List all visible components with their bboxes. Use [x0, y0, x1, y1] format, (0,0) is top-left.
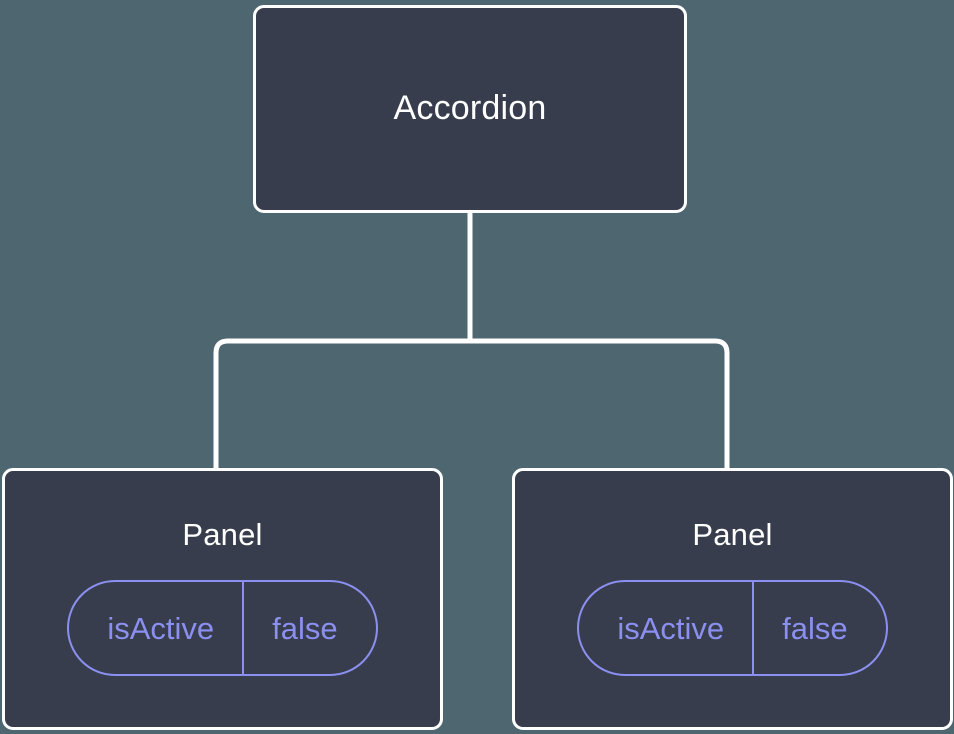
panel-left-prop-isactive[interactable]: isActive false — [67, 580, 378, 677]
edge-root-to-panel-left — [213, 338, 470, 471]
edge-root-to-panel-right — [470, 338, 730, 471]
panel-left-prop-key: isActive — [107, 610, 215, 646]
node-accordion-label: Accordion — [393, 89, 547, 128]
node-panel-left[interactable]: Panel isActive false — [2, 468, 443, 730]
panel-right-prop-isactive[interactable]: isActive false — [577, 580, 888, 677]
node-accordion[interactable]: Accordion — [253, 5, 687, 213]
panel-right-prop-key: isActive — [617, 610, 725, 646]
panel-left-prop-value: false — [242, 582, 375, 675]
node-panel-left-label: Panel — [182, 517, 263, 552]
node-panel-right[interactable]: Panel isActive false — [512, 468, 953, 730]
panel-right-prop-value: false — [752, 582, 885, 675]
node-panel-right-label: Panel — [692, 517, 773, 552]
